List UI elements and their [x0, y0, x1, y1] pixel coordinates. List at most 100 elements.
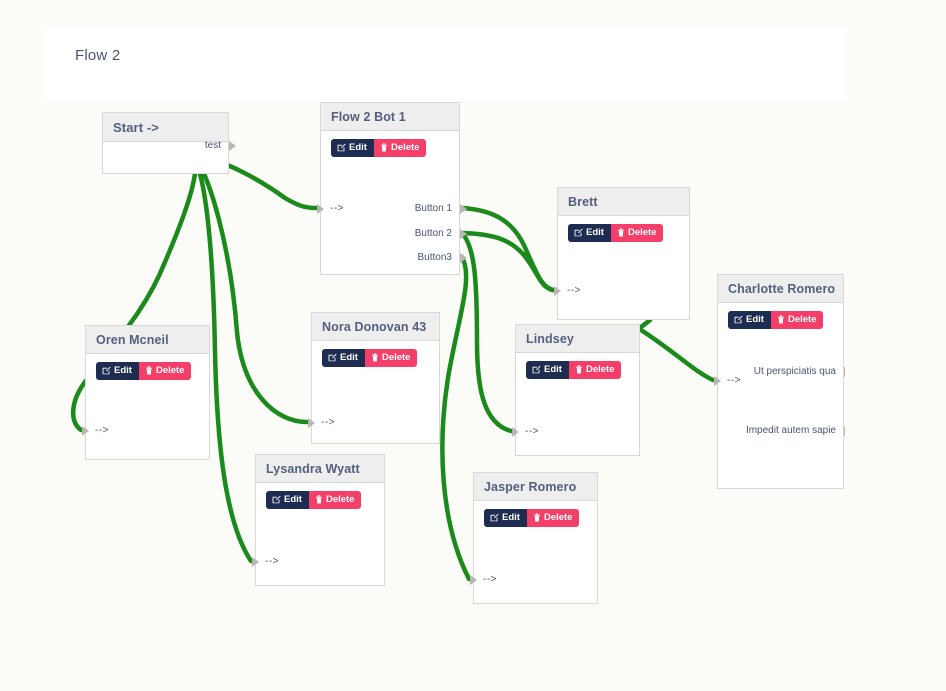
node-action-row: Edit Delete [312, 341, 439, 367]
flow-edge [459, 230, 514, 434]
delete-button-label: Delete [627, 227, 657, 238]
port-triangle-icon [844, 425, 845, 436]
edit-button[interactable]: Edit [322, 349, 365, 367]
edit-button[interactable]: Edit [266, 491, 309, 509]
node-body: Edit Delete --> [512, 353, 639, 455]
edit-button-label: Edit [746, 314, 764, 325]
delete-button[interactable]: Delete [568, 361, 622, 379]
port-triangle-icon [460, 203, 467, 214]
output-port[interactable]: Impedit autem sapie [745, 424, 845, 437]
trash-icon [533, 513, 541, 522]
pencil-square-icon [734, 315, 743, 324]
node-title: Charlotte Romero [718, 275, 843, 303]
pencil-square-icon [337, 143, 346, 152]
edit-button[interactable]: Edit [484, 509, 527, 527]
node-body: Edit Delete --> [308, 341, 439, 443]
port-triangle-icon [512, 426, 519, 437]
port-triangle-icon [714, 375, 721, 386]
input-port[interactable]: --> [714, 375, 741, 386]
edit-button-label: Edit [284, 494, 302, 505]
trash-icon [145, 366, 153, 375]
delete-button-label: Delete [381, 352, 411, 363]
port-triangle-icon [460, 228, 467, 239]
trash-icon [380, 143, 388, 152]
output-port[interactable]: Button3 [418, 252, 467, 263]
port-triangle-icon [460, 252, 467, 263]
delete-button[interactable]: Delete [610, 224, 664, 242]
flow-header-panel: Flow 2 [45, 27, 845, 102]
input-port[interactable]: --> [82, 425, 109, 436]
input-port[interactable]: --> [470, 574, 497, 585]
edit-button[interactable]: Edit [96, 362, 139, 380]
delete-button[interactable]: Delete [373, 139, 427, 157]
port-triangle-icon [308, 417, 315, 428]
output-port-label: Ut perspiciatis qua [753, 366, 836, 377]
port-triangle-icon [229, 140, 236, 151]
delete-button[interactable]: Delete [138, 362, 192, 380]
input-port-label: --> [95, 425, 109, 436]
input-port-label: --> [525, 426, 539, 437]
input-port[interactable]: --> [317, 203, 344, 214]
edit-button[interactable]: Edit [526, 361, 569, 379]
input-port[interactable]: --> [252, 556, 279, 567]
delete-button-label: Delete [543, 512, 573, 523]
output-port-label: Impedit autem sapie [745, 425, 836, 436]
input-port-label: --> [321, 417, 335, 428]
port-triangle-icon [82, 425, 89, 436]
input-port[interactable]: --> [554, 285, 581, 296]
node-body: Edit Delete --> [554, 216, 689, 319]
input-port-label: --> [727, 375, 741, 386]
output-port-label: test [204, 140, 221, 151]
node-action-row: Edit Delete [474, 501, 597, 527]
output-port[interactable]: Button 1 [414, 203, 467, 214]
trash-icon [371, 353, 379, 362]
edit-button[interactable]: Edit [728, 311, 771, 329]
flow-edge [638, 327, 716, 383]
delete-button[interactable]: Delete [308, 491, 362, 509]
node-action-row: Edit Delete [256, 483, 384, 509]
output-port[interactable]: Button 2 [414, 228, 467, 239]
output-port[interactable]: test [204, 140, 236, 151]
node-body: Edit Delete --> [470, 501, 597, 603]
pencil-square-icon [490, 513, 499, 522]
delete-button[interactable]: Delete [770, 311, 824, 329]
pencil-square-icon [574, 228, 583, 237]
output-port-label: Button 1 [414, 203, 452, 214]
node-action-row: Edit Delete [558, 216, 689, 242]
delete-button[interactable]: Delete [526, 509, 580, 527]
trash-icon [575, 365, 583, 374]
edit-button[interactable]: Edit [568, 224, 611, 242]
node-title: Lysandra Wyatt [256, 455, 384, 483]
delete-button[interactable]: Delete [364, 349, 418, 367]
delete-button-label: Delete [390, 142, 420, 153]
page-title: Flow 2 [75, 47, 121, 64]
edit-button-label: Edit [349, 142, 367, 153]
node-title: Lindsey [516, 325, 639, 353]
output-port[interactable]: Ut perspiciatis qua [753, 365, 845, 378]
input-port[interactable]: --> [308, 417, 335, 428]
input-port-label: --> [483, 574, 497, 585]
pencil-square-icon [328, 353, 337, 362]
input-port[interactable]: --> [512, 426, 539, 437]
edit-button-label: Edit [544, 364, 562, 375]
delete-button-label: Delete [325, 494, 355, 505]
flow-node-start[interactable]: Start ->test [102, 112, 236, 174]
pencil-square-icon [532, 365, 541, 374]
node-action-row: Edit Delete [718, 303, 843, 329]
node-action-row: Edit Delete [516, 353, 639, 379]
delete-button-label: Delete [585, 364, 615, 375]
output-port-label: Button 2 [414, 228, 452, 239]
edit-button[interactable]: Edit [331, 139, 374, 157]
